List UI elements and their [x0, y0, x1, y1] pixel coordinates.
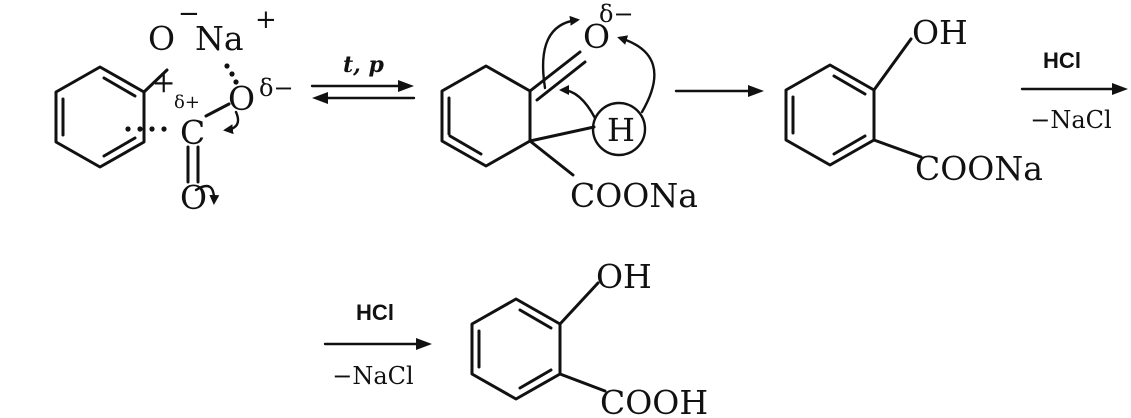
- reactant-o-top: O: [228, 79, 255, 118]
- curved-arrow-h-to-o: [617, 35, 656, 114]
- reaction-arrow-3: HCl −NaCl: [1020, 48, 1128, 134]
- curved-arrow-to-o: [541, 15, 580, 90]
- arrow3-byproduct: −NaCl: [1030, 106, 1111, 134]
- intermediate-c-o-double-bond: [528, 50, 587, 102]
- salicylate-oh: OH: [912, 13, 968, 52]
- intermediate-o: O: [583, 17, 610, 56]
- curved-arrow-h-to-ring: [559, 85, 597, 120]
- reactant-o-charge: −: [178, 0, 200, 29]
- reaction-arrow-4: HCl −NaCl: [323, 300, 432, 390]
- product-cooh: COOH: [600, 383, 708, 418]
- reactant-o-minus: O: [148, 19, 175, 58]
- intermediate: O δ− H COONa: [440, 0, 698, 215]
- product-c-oh-bond: [558, 281, 600, 326]
- ring-to-h-bond: [528, 125, 596, 143]
- curved-arrow-cd-to-o: [223, 110, 240, 135]
- product-oh: OH: [596, 257, 652, 296]
- reactant-c-o-bond: [142, 68, 169, 94]
- intermediate-delta-minus: δ−: [599, 0, 634, 28]
- hydrogen-circle: [591, 101, 647, 157]
- reactant-carbon: C: [180, 113, 205, 152]
- carbon-o-top-bond: [204, 102, 231, 118]
- salicylate-c-coona-bond: [872, 138, 923, 159]
- intermediate-ring: [440, 64, 532, 168]
- reactant-o-bottom: O: [180, 178, 207, 217]
- reaction-arrow-2: [674, 85, 764, 97]
- arrow1-conditions: t, p: [343, 52, 384, 78]
- reactant-plus: +: [152, 66, 175, 99]
- salicylate-coona: COONa: [915, 149, 1043, 188]
- salicylate-c-oh-bond: [872, 37, 913, 92]
- sodium-salicylate: OH COONa: [784, 13, 1043, 188]
- arrow4-reagent: HCl: [356, 300, 394, 325]
- carbon-o-bottom-double-bond: [186, 145, 200, 184]
- equilibrium-arrow: t, p: [310, 52, 416, 104]
- ionic-interaction-dots: [224, 63, 239, 85]
- salicylate-ring: [784, 63, 876, 167]
- intermediate-coona: COONa: [570, 176, 698, 215]
- reactant-benzene-ring: [54, 65, 146, 169]
- arrow4-byproduct: −NaCl: [332, 362, 413, 390]
- reactant-na-charge: +: [255, 5, 277, 35]
- product-ring: [470, 297, 562, 401]
- curved-arrow-to-o-bottom: [194, 184, 220, 205]
- salicylic-acid: OH COOH: [470, 257, 708, 418]
- reactant-complex: O − Na + + δ+ C O δ− O: [54, 0, 294, 217]
- reactant-delta-minus: δ−: [259, 74, 294, 102]
- ring-to-coona-bond: [528, 139, 575, 177]
- reactant-na: Na: [195, 19, 244, 58]
- arrow3-reagent: HCl: [1043, 48, 1081, 73]
- reactant-delta-plus: δ+: [174, 92, 200, 113]
- ring-to-carbon-dots: [125, 126, 167, 132]
- intermediate-h: H: [607, 111, 635, 149]
- product-c-cooh-bond: [558, 372, 607, 393]
